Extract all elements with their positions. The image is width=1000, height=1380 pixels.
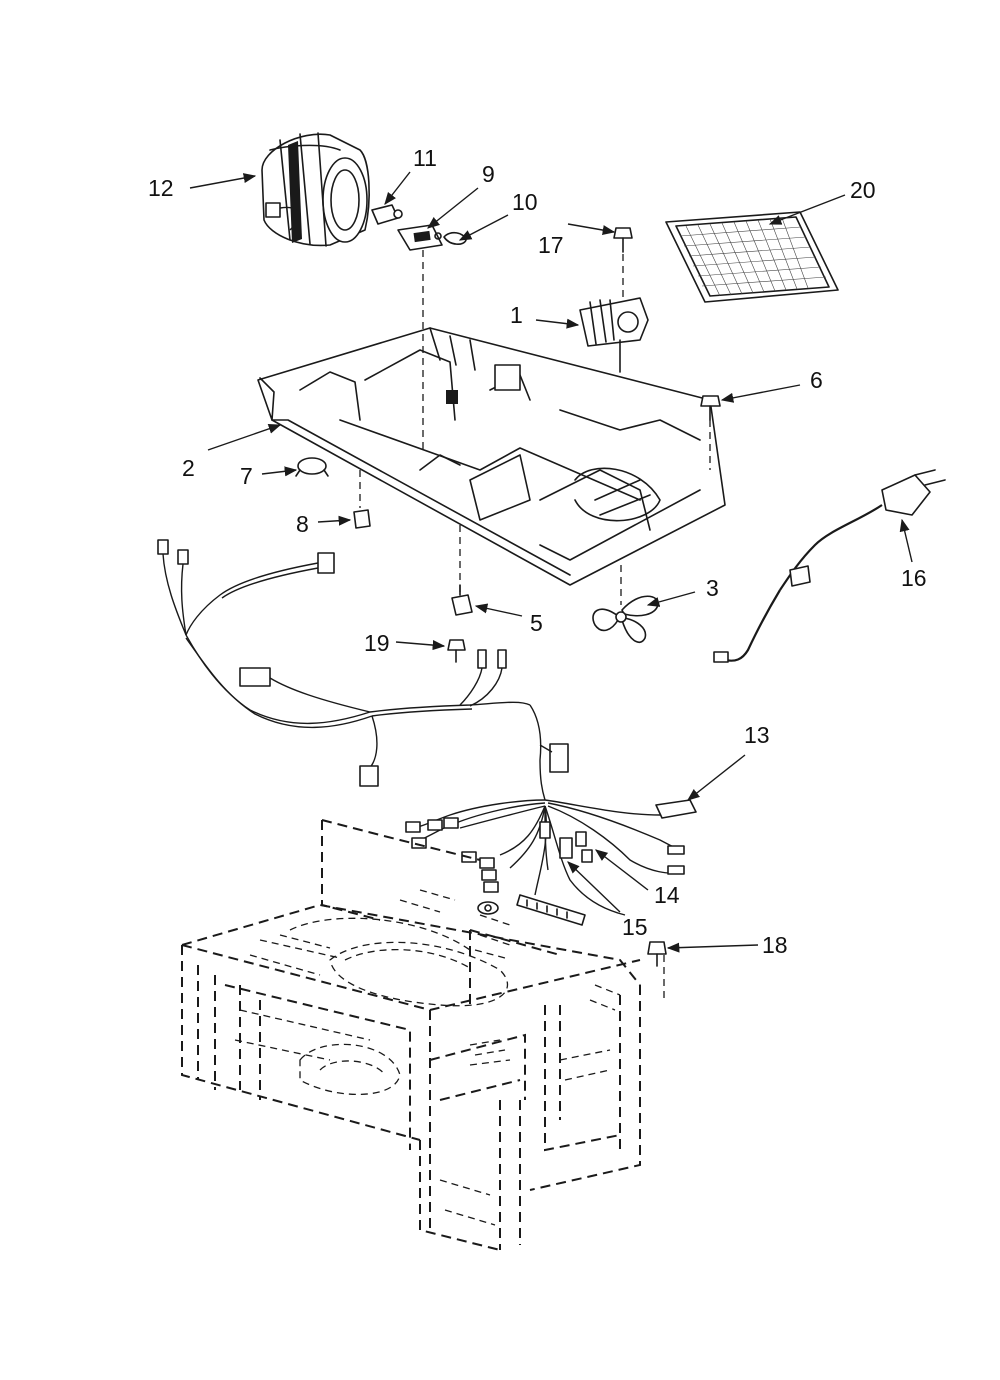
callout-20: 20 bbox=[850, 177, 876, 203]
callout-16: 16 bbox=[901, 565, 927, 591]
part-20-grease-filter bbox=[665, 211, 839, 303]
callout-labels: 12 11 9 10 17 20 1 6 2 7 8 5 3 19 16 13 … bbox=[148, 145, 927, 958]
part-3-fan-blade bbox=[592, 595, 659, 644]
part-11-bulb bbox=[371, 204, 403, 225]
callout-12: 12 bbox=[148, 175, 174, 201]
leader-lines bbox=[189, 171, 913, 953]
callout-10: 10 bbox=[512, 189, 538, 215]
part-5-interlock bbox=[451, 584, 473, 616]
part-19-screw bbox=[447, 639, 466, 663]
part-1-control-bracket bbox=[579, 297, 649, 373]
callout-18: 18 bbox=[762, 932, 788, 958]
part-8-switch bbox=[353, 509, 371, 529]
part-12-blower bbox=[261, 132, 370, 247]
callout-1: 1 bbox=[510, 302, 523, 328]
cabinet-outline-dashed bbox=[181, 819, 641, 1251]
callout-3: 3 bbox=[706, 575, 719, 601]
part-6-screw bbox=[700, 395, 721, 421]
callout-17: 17 bbox=[538, 232, 564, 258]
callout-19: 19 bbox=[364, 630, 390, 656]
callout-2: 2 bbox=[182, 455, 195, 481]
part-9-lamp-socket bbox=[397, 224, 443, 251]
callout-13: 13 bbox=[744, 722, 770, 748]
callout-14: 14 bbox=[654, 882, 680, 908]
alignment-dashes bbox=[359, 250, 711, 1000]
harness-lower bbox=[405, 799, 697, 926]
harness-upper bbox=[157, 539, 569, 801]
callout-8: 8 bbox=[296, 511, 309, 537]
part-2-base-plate bbox=[257, 327, 726, 586]
part-17-screw bbox=[613, 227, 633, 300]
callout-5: 5 bbox=[530, 610, 543, 636]
callout-15: 15 bbox=[622, 914, 648, 940]
part-7-thermal-cutout bbox=[295, 457, 329, 477]
callout-9: 9 bbox=[482, 161, 495, 187]
callout-6: 6 bbox=[810, 367, 823, 393]
callout-11: 11 bbox=[413, 145, 437, 171]
callout-7: 7 bbox=[240, 463, 253, 489]
part-16-power-cord bbox=[713, 469, 946, 663]
part-18-screw bbox=[647, 941, 667, 967]
